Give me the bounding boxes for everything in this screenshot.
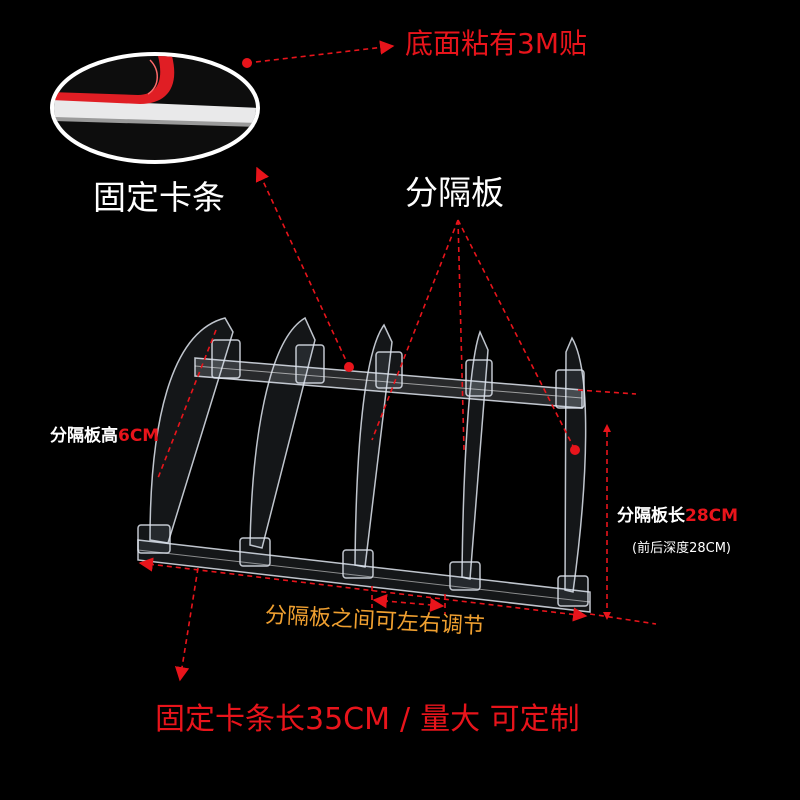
length-arrow-bottom: [603, 612, 611, 620]
tape-closeup-inset: [50, 52, 260, 164]
divider-plate-2: [249, 316, 316, 549]
divider-length-label: 分隔板长: [617, 506, 685, 526]
bulk-custom-note: 量大 可定制: [420, 702, 580, 737]
clip-strip-label: 固定卡条: [93, 178, 225, 217]
bottom-clip-1: [137, 524, 171, 554]
top-clip-3: [375, 351, 403, 389]
divider-height-note: 分隔板高6CM: [50, 428, 159, 445]
bottom-clip-2: [239, 537, 271, 567]
length-top-guide: [577, 389, 637, 395]
divider-length-value: 28CM: [685, 506, 739, 526]
bottom-clip-5: [557, 575, 589, 607]
red-tape-liner: [54, 56, 175, 104]
top-clip-4: [465, 359, 493, 397]
tape-pointer-line: [246, 40, 395, 64]
strip-length-pointer: [174, 567, 199, 682]
divider-height-value: 6CM: [118, 426, 160, 446]
divider-label: 分隔板: [405, 173, 504, 212]
strip-length-text: 固定卡条长35CM: [155, 702, 391, 737]
top-clip-2: [295, 344, 325, 384]
tape-note: 底面粘有3M贴: [405, 27, 587, 60]
rod-dot: [344, 362, 354, 372]
top-clip-5: [555, 369, 585, 409]
length-arrow-top: [603, 424, 611, 432]
divider-pointer-3: [457, 219, 576, 451]
acrylic-rack: [137, 316, 591, 613]
top-clip-1: [211, 339, 241, 379]
bottom-clip-3: [342, 549, 374, 579]
gap-arrow: [372, 593, 445, 613]
strip-length-note: 固定卡条长35CM / 量大 可定制: [155, 705, 590, 735]
divider-height-label: 分隔板高: [50, 426, 118, 446]
separator-slash: /: [400, 702, 411, 737]
divider-dot: [570, 445, 580, 455]
length-bottom-guide: [589, 613, 657, 625]
divider-pointer-1: [371, 219, 459, 441]
depth-note: (前后深度28CM): [632, 541, 731, 556]
annotation-dots: [242, 58, 611, 620]
clip-strip-pointer-line: [255, 166, 350, 368]
tape-dot: [242, 58, 252, 68]
annotations: [138, 40, 657, 682]
strip-length-line: [138, 557, 588, 622]
bottom-clip-4: [449, 561, 481, 591]
divider-length-note: 分隔板长28CM: [617, 508, 738, 525]
divider-pointer-2: [457, 219, 465, 451]
